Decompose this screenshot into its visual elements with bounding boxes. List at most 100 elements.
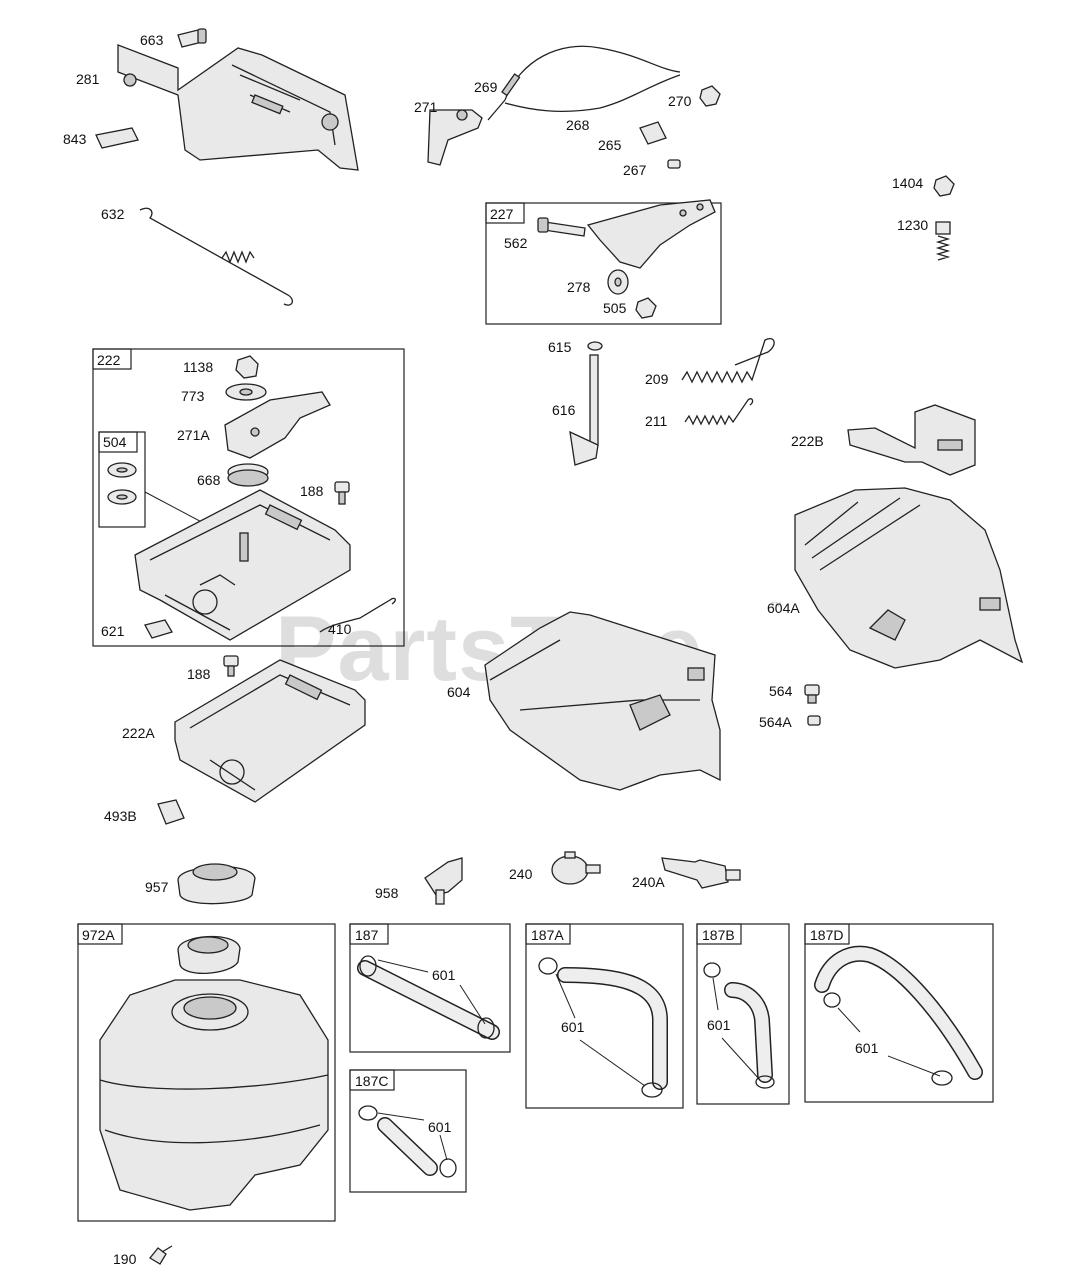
- part-267-screw[interactable]: [667, 159, 681, 169]
- part-564A-screw[interactable]: [807, 715, 821, 726]
- label-604: 604: [447, 684, 471, 700]
- box-label-222: 222: [97, 352, 121, 368]
- part-958-shutoff-valve[interactable]: [424, 857, 463, 905]
- box-label-187C: 187C: [355, 1073, 388, 1089]
- label-190: 190: [113, 1251, 137, 1267]
- part-505-nut[interactable]: [635, 297, 657, 319]
- part-270-nut[interactable]: [699, 85, 721, 107]
- box-label-187D: 187D: [810, 927, 843, 943]
- label-1404: 1404: [892, 175, 923, 191]
- part-1138-nut[interactable]: [235, 355, 259, 379]
- part-957-fuel-cap[interactable]: [177, 863, 256, 905]
- leader-601-d: [377, 1112, 448, 1161]
- part-1404-nut[interactable]: [933, 175, 955, 197]
- label-268: 268: [566, 117, 590, 133]
- part-187D-fuel-line[interactable]: [814, 945, 983, 1086]
- part-240A-fuel-filter[interactable]: [661, 857, 741, 889]
- label-222B: 222B: [791, 433, 824, 449]
- leader-601-a2: [459, 984, 486, 1025]
- label-188-upper: 188: [300, 483, 324, 499]
- box-187D: [804, 923, 994, 1103]
- part-187C-fuel-line[interactable]: [358, 1105, 457, 1178]
- box-label-187: 187: [355, 927, 379, 943]
- part-268-cable[interactable]: [487, 45, 681, 121]
- part-615-washer[interactable]: [587, 341, 603, 351]
- part-187B-fuel-line[interactable]: [703, 962, 775, 1089]
- part-668-bushing[interactable]: [227, 463, 269, 487]
- box-222: [92, 348, 405, 647]
- part-564-screw[interactable]: [804, 684, 820, 704]
- part-271-control-lever[interactable]: [427, 109, 483, 166]
- part-663-screw[interactable]: [177, 28, 207, 48]
- label-271A: 271A: [177, 427, 210, 443]
- label-621: 621: [101, 623, 125, 639]
- part-621-clip[interactable]: [144, 619, 173, 639]
- part-1230-stud[interactable]: [935, 221, 951, 261]
- label-188-lower: 188: [187, 666, 211, 682]
- box-187-tag: [349, 923, 389, 945]
- part-187A-fuel-line[interactable]: [538, 957, 668, 1098]
- label-271: 271: [414, 99, 438, 115]
- part-773-washer[interactable]: [225, 383, 267, 401]
- leader-601-e: [837, 1007, 941, 1077]
- label-663: 663: [140, 32, 164, 48]
- box-187A-tag: [525, 923, 571, 945]
- part-410-link[interactable]: [319, 597, 396, 633]
- box-label-972A: 972A: [82, 927, 115, 943]
- part-504-washers[interactable]: [107, 462, 137, 505]
- watermark-trademark: ™: [770, 599, 782, 613]
- part-281-bracket[interactable]: [117, 44, 359, 171]
- label-267: 267: [623, 162, 647, 178]
- box-label-187A: 187A: [531, 927, 564, 943]
- box-227-tag: [485, 202, 525, 224]
- part-562-screw[interactable]: [537, 217, 586, 237]
- part-187-fuel-line[interactable]: [357, 955, 500, 1040]
- box-label-227: 227: [490, 206, 514, 222]
- part-222A-control-plate[interactable]: [174, 659, 366, 803]
- part-190-screw[interactable]: [149, 1245, 173, 1265]
- label-240A: 240A: [632, 874, 665, 890]
- part-222B-bracket[interactable]: [847, 404, 976, 476]
- box-187A: [525, 923, 684, 1109]
- part-209-spring[interactable]: [681, 338, 775, 384]
- part-222-control-plate[interactable]: [134, 489, 351, 641]
- label-668: 668: [197, 472, 221, 488]
- box-label-504: 504: [103, 434, 127, 450]
- label-773: 773: [181, 388, 205, 404]
- box-972A-tag: [77, 923, 123, 945]
- part-271A-lever[interactable]: [224, 391, 331, 459]
- label-269: 269: [474, 79, 498, 95]
- part-972A-fuel-tank[interactable]: [99, 935, 329, 1211]
- label-1138: 1138: [183, 359, 213, 375]
- label-616: 616: [552, 402, 576, 418]
- part-278-washer[interactable]: [607, 269, 629, 295]
- box-187B: [696, 923, 790, 1105]
- part-843-clip[interactable]: [95, 127, 139, 149]
- part-211-spring[interactable]: [684, 398, 754, 426]
- part-493B-clip[interactable]: [157, 799, 185, 825]
- label-615: 615: [548, 339, 572, 355]
- label-632: 632: [101, 206, 125, 222]
- part-265-clamp[interactable]: [639, 121, 667, 145]
- box-504-tag: [98, 431, 138, 453]
- part-616-shaft[interactable]: [569, 354, 599, 466]
- label-278: 278: [567, 279, 591, 295]
- label-209: 209: [645, 371, 669, 387]
- part-604-shroud[interactable]: [484, 611, 721, 791]
- label-564: 564: [769, 683, 793, 699]
- label-601-187B: 601: [707, 1017, 731, 1033]
- label-604A: 604A: [767, 600, 800, 616]
- part-227-lever-assembly[interactable]: [586, 199, 716, 269]
- part-632-link-rod[interactable]: [139, 207, 293, 306]
- part-188-screw-upper[interactable]: [334, 481, 350, 505]
- box-222-tag: [92, 348, 132, 370]
- leader-601-c: [712, 977, 761, 1081]
- part-604A-blower-housing[interactable]: [794, 487, 1024, 669]
- part-188-screw-lower[interactable]: [223, 655, 239, 677]
- label-1230: 1230: [897, 217, 928, 233]
- label-493B: 493B: [104, 808, 137, 824]
- label-270: 270: [668, 93, 692, 109]
- label-410: 410: [328, 621, 352, 637]
- part-240-fuel-filter[interactable]: [551, 851, 601, 885]
